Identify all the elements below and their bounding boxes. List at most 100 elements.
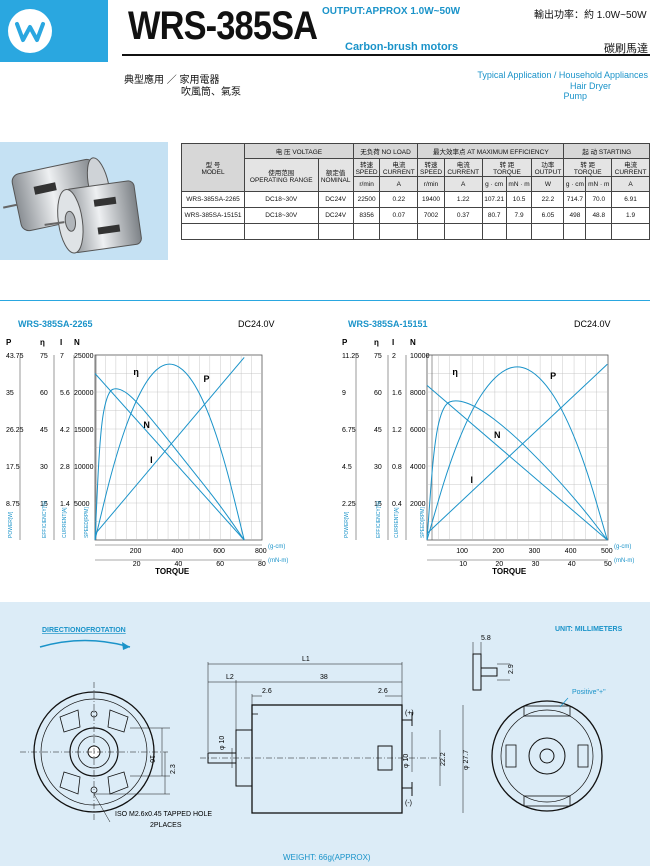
y-tick-label: 1.4: [60, 501, 70, 508]
nominal-en: NOMINAL: [320, 176, 351, 184]
cell-nl-current: 0.07: [379, 207, 419, 224]
y-tick-label: 60: [40, 390, 48, 397]
cell-st-torque-mn: 70.0: [585, 191, 613, 208]
cell-model: WRS-385SA-2265: [181, 191, 245, 208]
model-title: WRS-385SA: [128, 4, 318, 48]
unit-mnm: mN · m: [505, 176, 533, 192]
motor-illustration: [3, 157, 142, 254]
curve-p: [94, 363, 245, 541]
dim-l1: L1: [302, 656, 310, 663]
cell-me-current: 0.37: [443, 207, 483, 224]
axis-head-i: I: [392, 338, 394, 347]
y-tick-label: 4.2: [60, 427, 70, 434]
x-tick-label-g: 300: [529, 548, 541, 555]
x-tick-label-g: 600: [213, 548, 225, 555]
y-tick-label: 2: [392, 353, 396, 360]
cell-nl-speed: 22500: [352, 191, 381, 208]
y-tick-label: 10000: [410, 353, 430, 360]
curve-label: I: [470, 475, 473, 485]
output-range-en: OUTPUT:APPROX 1.0W~50W: [322, 6, 461, 17]
y-tick-label: 5.6: [60, 390, 70, 397]
cell-st-current: 1.9: [611, 207, 650, 224]
cell-st-torque-g: 498: [563, 207, 587, 224]
curve-n: [426, 385, 608, 541]
nl-speed-cn: 转速: [360, 162, 374, 169]
dimension-drawing-panel: DIRECTIONOFROTATION UNIT: MILLIMETERS: [0, 602, 650, 866]
curve-i: [426, 363, 608, 534]
tapped-hole-label-2: 2PLACES: [150, 822, 182, 829]
x-units-mn: (mN-m): [268, 558, 288, 564]
dim-16: 16: [148, 755, 155, 763]
cell-model: WRS-385SA-15151: [181, 207, 245, 224]
axis-head-eta: η: [40, 338, 45, 347]
axis-name: EFFICIENCY[%]: [376, 500, 382, 538]
me-current-cn: 电流: [456, 162, 470, 169]
unit-gcm: g · cm: [481, 176, 507, 192]
me-speed-cn: 转速: [424, 162, 438, 169]
x-tick-label-g: 800: [255, 548, 267, 555]
direction-of-rotation-label: DIRECTIONOFROTATION: [42, 627, 126, 634]
axis-name: CURRENT[A]: [62, 507, 68, 538]
x-tick-label-mn: 50: [604, 561, 612, 568]
max-efficiency-group: 最大效率点 AT MAXIMUM EFFICIENCY: [417, 143, 565, 159]
cell-me-output: 6.05: [531, 207, 565, 224]
dim-phi-10-boss: φ 10: [403, 754, 410, 768]
side-view: [200, 662, 464, 814]
weight-label: WEIGHT: 66g(APPROX): [283, 853, 371, 862]
unit-rmin: r/min: [417, 176, 445, 192]
curve-eta: [426, 400, 608, 541]
curve-label: P: [550, 371, 556, 381]
y-tick-label: 26.25: [6, 427, 24, 434]
y-tick-label: 2000: [410, 501, 426, 508]
y-tick-label: 0.8: [392, 464, 402, 471]
operating-range-en: OPERATING RANGE: [249, 176, 313, 184]
product-photo: [0, 142, 168, 260]
dim-2-6-left: 2.6: [262, 688, 272, 695]
y-tick-label: 30: [40, 464, 48, 471]
nominal-cn: 额定值: [325, 169, 346, 177]
spec-table: 型 号 MODEL 电 压 VOLTAGE 无负荷 NO LOAD 最大效率点 …: [181, 143, 650, 240]
title-underline: [122, 54, 650, 56]
no-load-group: 无负荷 NO LOAD: [352, 143, 419, 159]
cell-range: DC18~30V: [244, 207, 319, 224]
curve-label: I: [150, 455, 153, 465]
y-tick-label: 45: [40, 427, 48, 434]
y-tick-label: 4.5: [342, 464, 352, 471]
me-output-en: OUTPUT: [534, 169, 562, 176]
y-tick-label: 20000: [74, 390, 94, 397]
dim-5-8: 5.8: [481, 635, 491, 642]
x-tick-label-mn: 10: [459, 561, 467, 568]
operating-range-cn: 使用范围: [268, 169, 295, 177]
x-tick-label-g: 400: [565, 548, 577, 555]
positive-label: Positive"+": [572, 689, 606, 696]
unit-w: W: [531, 176, 565, 192]
axis-head-n: N: [74, 338, 80, 347]
voltage-group: 电 压 VOLTAGE: [244, 143, 354, 159]
curve-label: η: [452, 367, 458, 377]
me-current-en: CURRENT: [447, 169, 480, 176]
axis-head-n: N: [410, 338, 416, 347]
curve-eta: [94, 388, 245, 541]
cell-nominal: DC24V: [317, 191, 354, 208]
x-axis-label: TORQUE: [155, 567, 190, 576]
y-tick-label: 11.25: [342, 353, 359, 360]
curve-label: N: [494, 430, 501, 440]
application-en-line-2: Hair Dryer: [569, 81, 611, 91]
cell-st-current: 6.91: [611, 191, 650, 208]
dimension-drawing: DIRECTIONOFROTATION UNIT: MILLIMETERS: [20, 626, 623, 862]
unit-a: A: [611, 176, 650, 192]
x-tick-label-mn: 30: [532, 561, 540, 568]
table-row-empty: [181, 223, 650, 240]
axis-head-i: I: [60, 338, 62, 347]
table-row: WRS-385SA-15151 DC18~30V DC24V 8356 0.07…: [181, 207, 650, 224]
motor-type-cn: 碳刷馬達: [604, 43, 648, 55]
y-tick-label: 35: [6, 390, 14, 397]
st-current-en: CURRENT: [614, 169, 647, 176]
cell-me-speed: 19400: [417, 191, 445, 208]
